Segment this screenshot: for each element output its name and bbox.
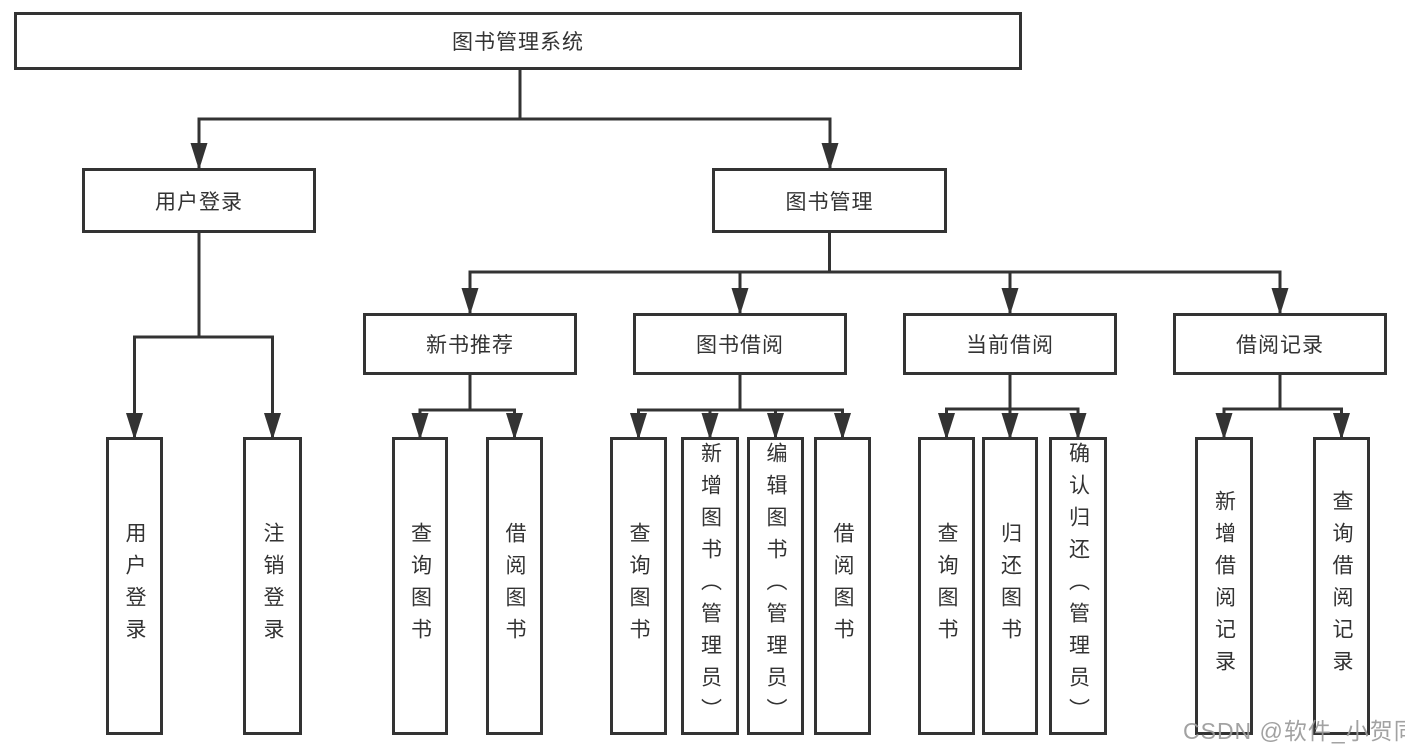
node-user-login: 用户登录 [82,168,316,233]
leaf-borrow-book-1: 借阅图书 [486,437,543,735]
node-new-book-recommend: 新书推荐 [363,313,577,375]
node-book-management-label: 图书管理 [785,190,874,214]
leaf-query-borrow-record-label: 查询借阅记录 [1330,490,1353,682]
leaf-borrow-book-1-label: 借阅图书 [503,522,526,650]
leaf-edit-book-admin: 编辑图书（管理员） [747,437,804,735]
leaf-add-borrow-record-label: 新增借阅记录 [1212,490,1236,682]
leaf-query-book-2-label: 查询图书 [627,522,650,650]
leaf-add-book-admin: 新增图书（管理员） [681,437,739,735]
node-borrow-records: 借阅记录 [1173,313,1387,375]
leaf-logout: 注销登录 [243,437,302,735]
leaf-return-book: 归还图书 [982,437,1038,735]
leaf-query-book-1-label: 查询图书 [408,522,432,650]
node-borrow-records-label: 借阅记录 [1236,334,1324,357]
node-user-login-label: 用户登录 [155,190,243,214]
leaf-logout-label: 注销登录 [261,522,284,650]
node-root-label: 图书管理系统 [452,31,584,54]
leaf-return-book-label: 归还图书 [998,522,1022,650]
node-current-borrow: 当前借阅 [903,313,1117,375]
leaf-add-book-admin-label: 新增图书（管理员） [698,442,722,730]
leaf-query-book-3: 查询图书 [918,437,975,735]
leaf-add-borrow-record: 新增借阅记录 [1195,437,1253,735]
leaf-query-book-1: 查询图书 [392,437,448,735]
leaf-query-book-3-label: 查询图书 [935,522,958,650]
watermark-text: CSDN @软件_小贺同学 [1183,718,1405,744]
leaf-edit-book-admin-label: 编辑图书（管理员） [764,442,787,730]
leaf-borrow-book-2-label: 借阅图书 [831,522,854,650]
leaf-borrow-book-2: 借阅图书 [814,437,871,735]
node-root: 图书管理系统 [14,12,1022,70]
node-book-borrow: 图书借阅 [633,313,847,375]
leaf-user-login-label: 用户登录 [123,522,146,650]
node-new-book-recommend-label: 新书推荐 [426,334,514,357]
leaf-confirm-return-admin: 确认归还（管理员） [1049,437,1107,735]
node-book-management: 图书管理 [712,168,947,233]
node-book-borrow-label: 图书借阅 [696,334,784,357]
leaf-query-book-2: 查询图书 [610,437,667,735]
node-current-borrow-label: 当前借阅 [966,334,1054,357]
leaf-confirm-return-admin-label: 确认归还（管理员） [1066,442,1090,730]
leaf-user-login: 用户登录 [106,437,163,735]
leaf-query-borrow-record: 查询借阅记录 [1313,437,1370,735]
